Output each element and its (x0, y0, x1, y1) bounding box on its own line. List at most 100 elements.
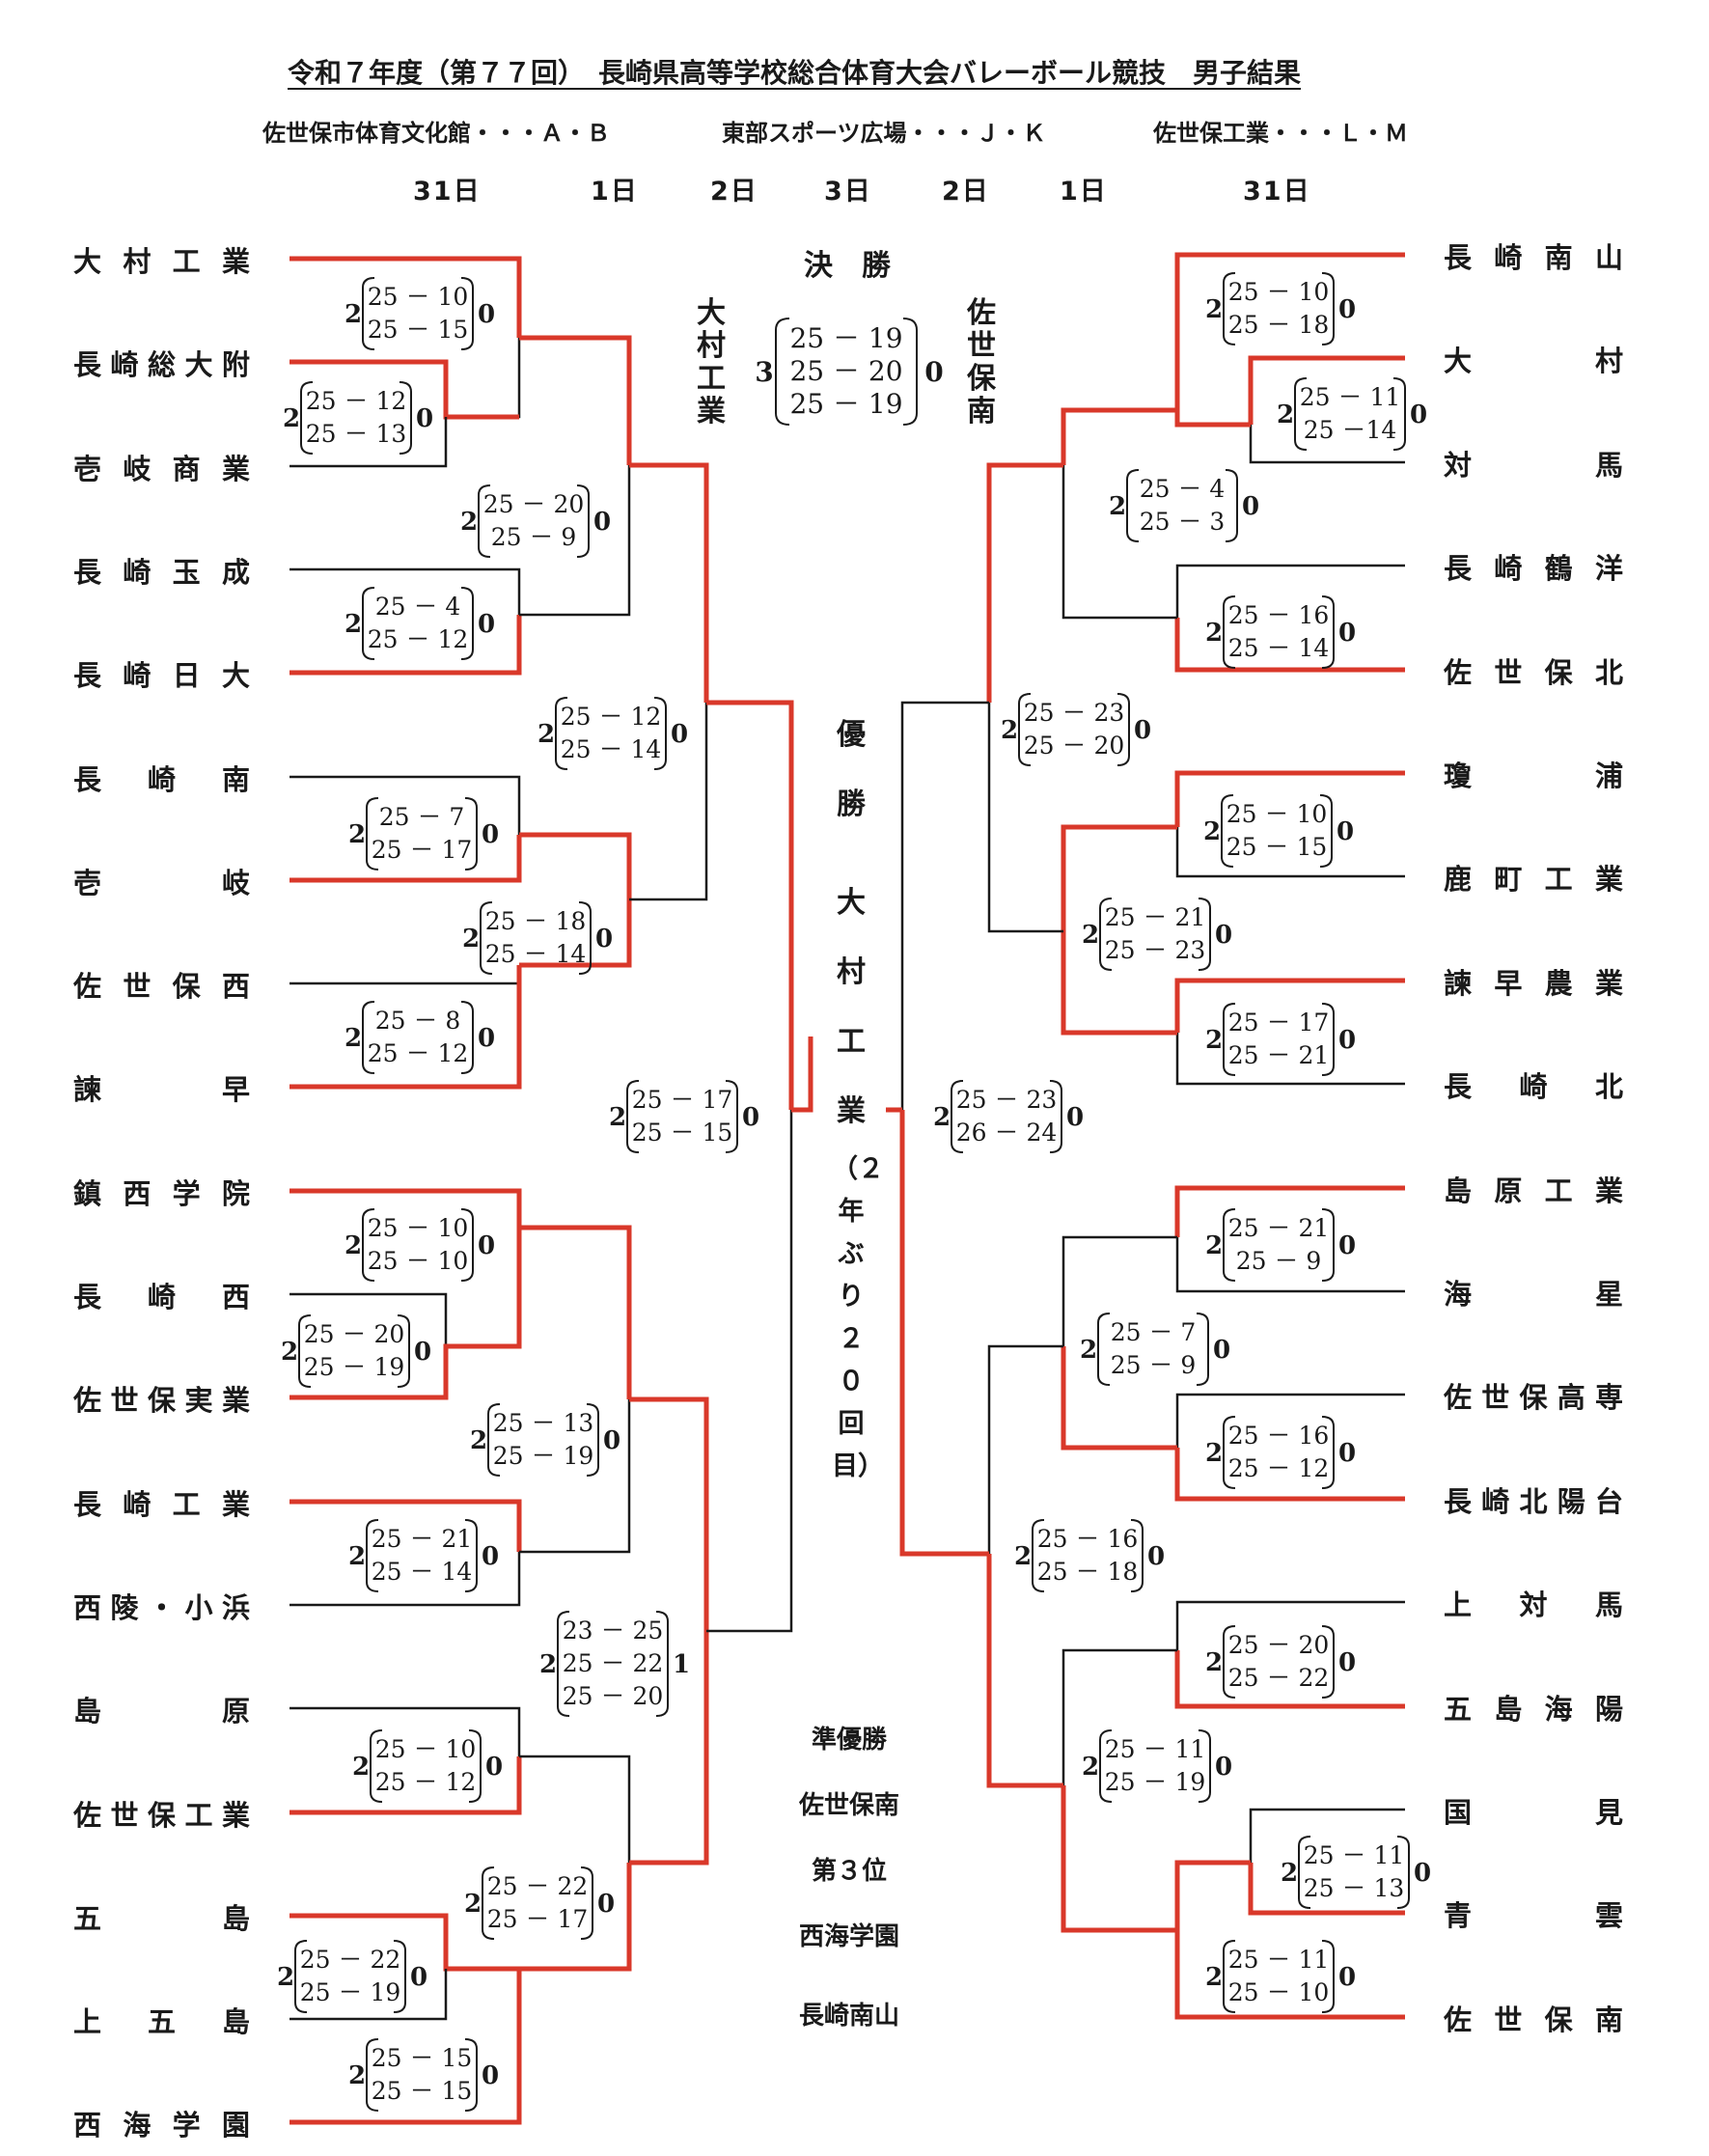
loser-sets: 0 (1338, 619, 1356, 648)
loser-sets: 0 (478, 1231, 495, 1260)
score-bracket-right (464, 1519, 478, 1592)
left-team-2: 長崎総大附 (73, 348, 250, 381)
score-bracket-right (1116, 693, 1130, 766)
left-team-7: 壱岐 (73, 867, 250, 899)
set-score: 25 － 20 (1228, 1631, 1330, 1659)
winner-sets: 2 (1277, 401, 1294, 429)
set-score: 25 － 22 (300, 1946, 401, 1974)
bracket-line-30 (629, 1631, 709, 1866)
set-score: 25 － 12 (561, 703, 662, 731)
bracket-line-48 (986, 462, 1063, 703)
right-team-17: 青雲 (1444, 1899, 1623, 1932)
bracket-line-67 (899, 1110, 989, 1557)
set-score: 25 －14 (1304, 416, 1397, 444)
score-bracket-right (1049, 1080, 1062, 1153)
venue-l-m: 佐世保工業・・・Ｌ・Ｍ (1153, 120, 1408, 147)
loser-sets: 0 (593, 508, 611, 537)
right-team-13: 長崎北陽台 (1444, 1485, 1623, 1518)
score-bracket-right (1130, 1519, 1144, 1592)
winner-sets: 2 (1203, 817, 1221, 846)
left-team-13: 長崎工業 (73, 1488, 250, 1521)
score-bracket-right (1321, 272, 1335, 346)
bracket-line-15 (289, 1188, 522, 1228)
winner-sets: 2 (283, 404, 300, 433)
winner-sets: 2 (1082, 921, 1099, 950)
day-final: 3日 (824, 177, 872, 207)
right-team-1: 長崎南山 (1444, 241, 1623, 274)
score-bracket-right (397, 1314, 410, 1388)
set-score: 25 － 12 (1228, 1454, 1330, 1482)
final-set-score: 25 － 19 (789, 322, 902, 354)
set-score: 25 － 13 (1304, 1874, 1405, 1902)
set-score: 25 － 3 (1140, 508, 1226, 536)
winner-sets: 2 (345, 1024, 362, 1053)
winner-sets: 2 (470, 1426, 487, 1455)
score-bracket-right (655, 1611, 669, 1717)
bracket-line-39 (1174, 618, 1405, 673)
score-bracket-left (478, 484, 491, 558)
set-score: 25 － 17 (372, 836, 473, 864)
set-score: 25 － 23 (1024, 699, 1125, 727)
loser-sets: 0 (1213, 1336, 1230, 1365)
bracket-line-35 (1248, 355, 1405, 425)
set-score: 25 － 4 (375, 593, 461, 621)
set-score: 25 － 13 (493, 1409, 594, 1437)
set-score: 25 － 21 (372, 1525, 473, 1553)
third-place-team-1: 西海学園 (798, 1922, 899, 1951)
venue-a-b: 佐世保市体育文化館・・・Ａ・Ｂ (262, 120, 610, 147)
bracket-line-47 (1061, 931, 1177, 1036)
set-score: 25 － 14 (561, 735, 662, 763)
winner-sets: 2 (539, 1650, 557, 1679)
winner-sets: 2 (1205, 1648, 1223, 1677)
set-score: 25 － 8 (375, 1007, 461, 1035)
final-right-sets: 0 (924, 356, 943, 388)
score-bracket-right (576, 484, 590, 558)
final-bracket-left (775, 318, 790, 426)
loser-sets: 0 (1147, 1542, 1165, 1571)
bracket-line-64 (987, 1344, 1063, 1554)
score-bracket-right (393, 1940, 406, 2013)
score-bracket-left (1298, 1836, 1311, 1909)
set-score: 25 － 20 (483, 490, 585, 518)
winner-sets: 2 (1205, 1963, 1223, 1992)
set-score: 26 － 24 (956, 1119, 1058, 1147)
score-bracket-right (464, 2038, 478, 2112)
score-bracket-right (464, 797, 478, 871)
set-score: 25 － 10 (368, 283, 469, 311)
loser-sets: 0 (1337, 817, 1354, 846)
score-bracket-left (555, 697, 568, 770)
loser-sets: 0 (603, 1426, 620, 1455)
set-score: 25 － 10 (368, 1214, 469, 1242)
final-label: 決 勝 (804, 249, 891, 283)
left-team-12: 佐世保実業 (73, 1384, 250, 1417)
bracket-line-23 (289, 1756, 522, 1815)
day-left-round2: 1日 (591, 177, 639, 207)
bracket-line-65 (986, 1554, 1063, 1788)
score-bracket-right (1321, 595, 1335, 669)
bracket-line-46 (1061, 824, 1177, 931)
score-bracket-right (460, 1001, 474, 1074)
third-place-label: 第３位 (811, 1857, 887, 1886)
page-title: 令和７年度（第７７回） 長崎県高等学校総合体育大会バレーボール競技 男子結果 (288, 57, 1302, 89)
score-bracket-right (1319, 794, 1333, 868)
match-score-6: 225 － 725 － 170 (348, 797, 499, 871)
set-score: 25 － 19 (304, 1353, 405, 1381)
score-bracket-left (1223, 1625, 1236, 1699)
set-score: 25 － 4 (1140, 475, 1226, 503)
loser-sets: 0 (1242, 492, 1259, 521)
set-score: 25 － 20 (304, 1320, 405, 1348)
score-bracket-right (1198, 898, 1211, 971)
score-bracket-left (366, 1519, 379, 1592)
set-score: 25 － 10 (368, 1247, 469, 1275)
score-bracket-left (1223, 1940, 1236, 2013)
